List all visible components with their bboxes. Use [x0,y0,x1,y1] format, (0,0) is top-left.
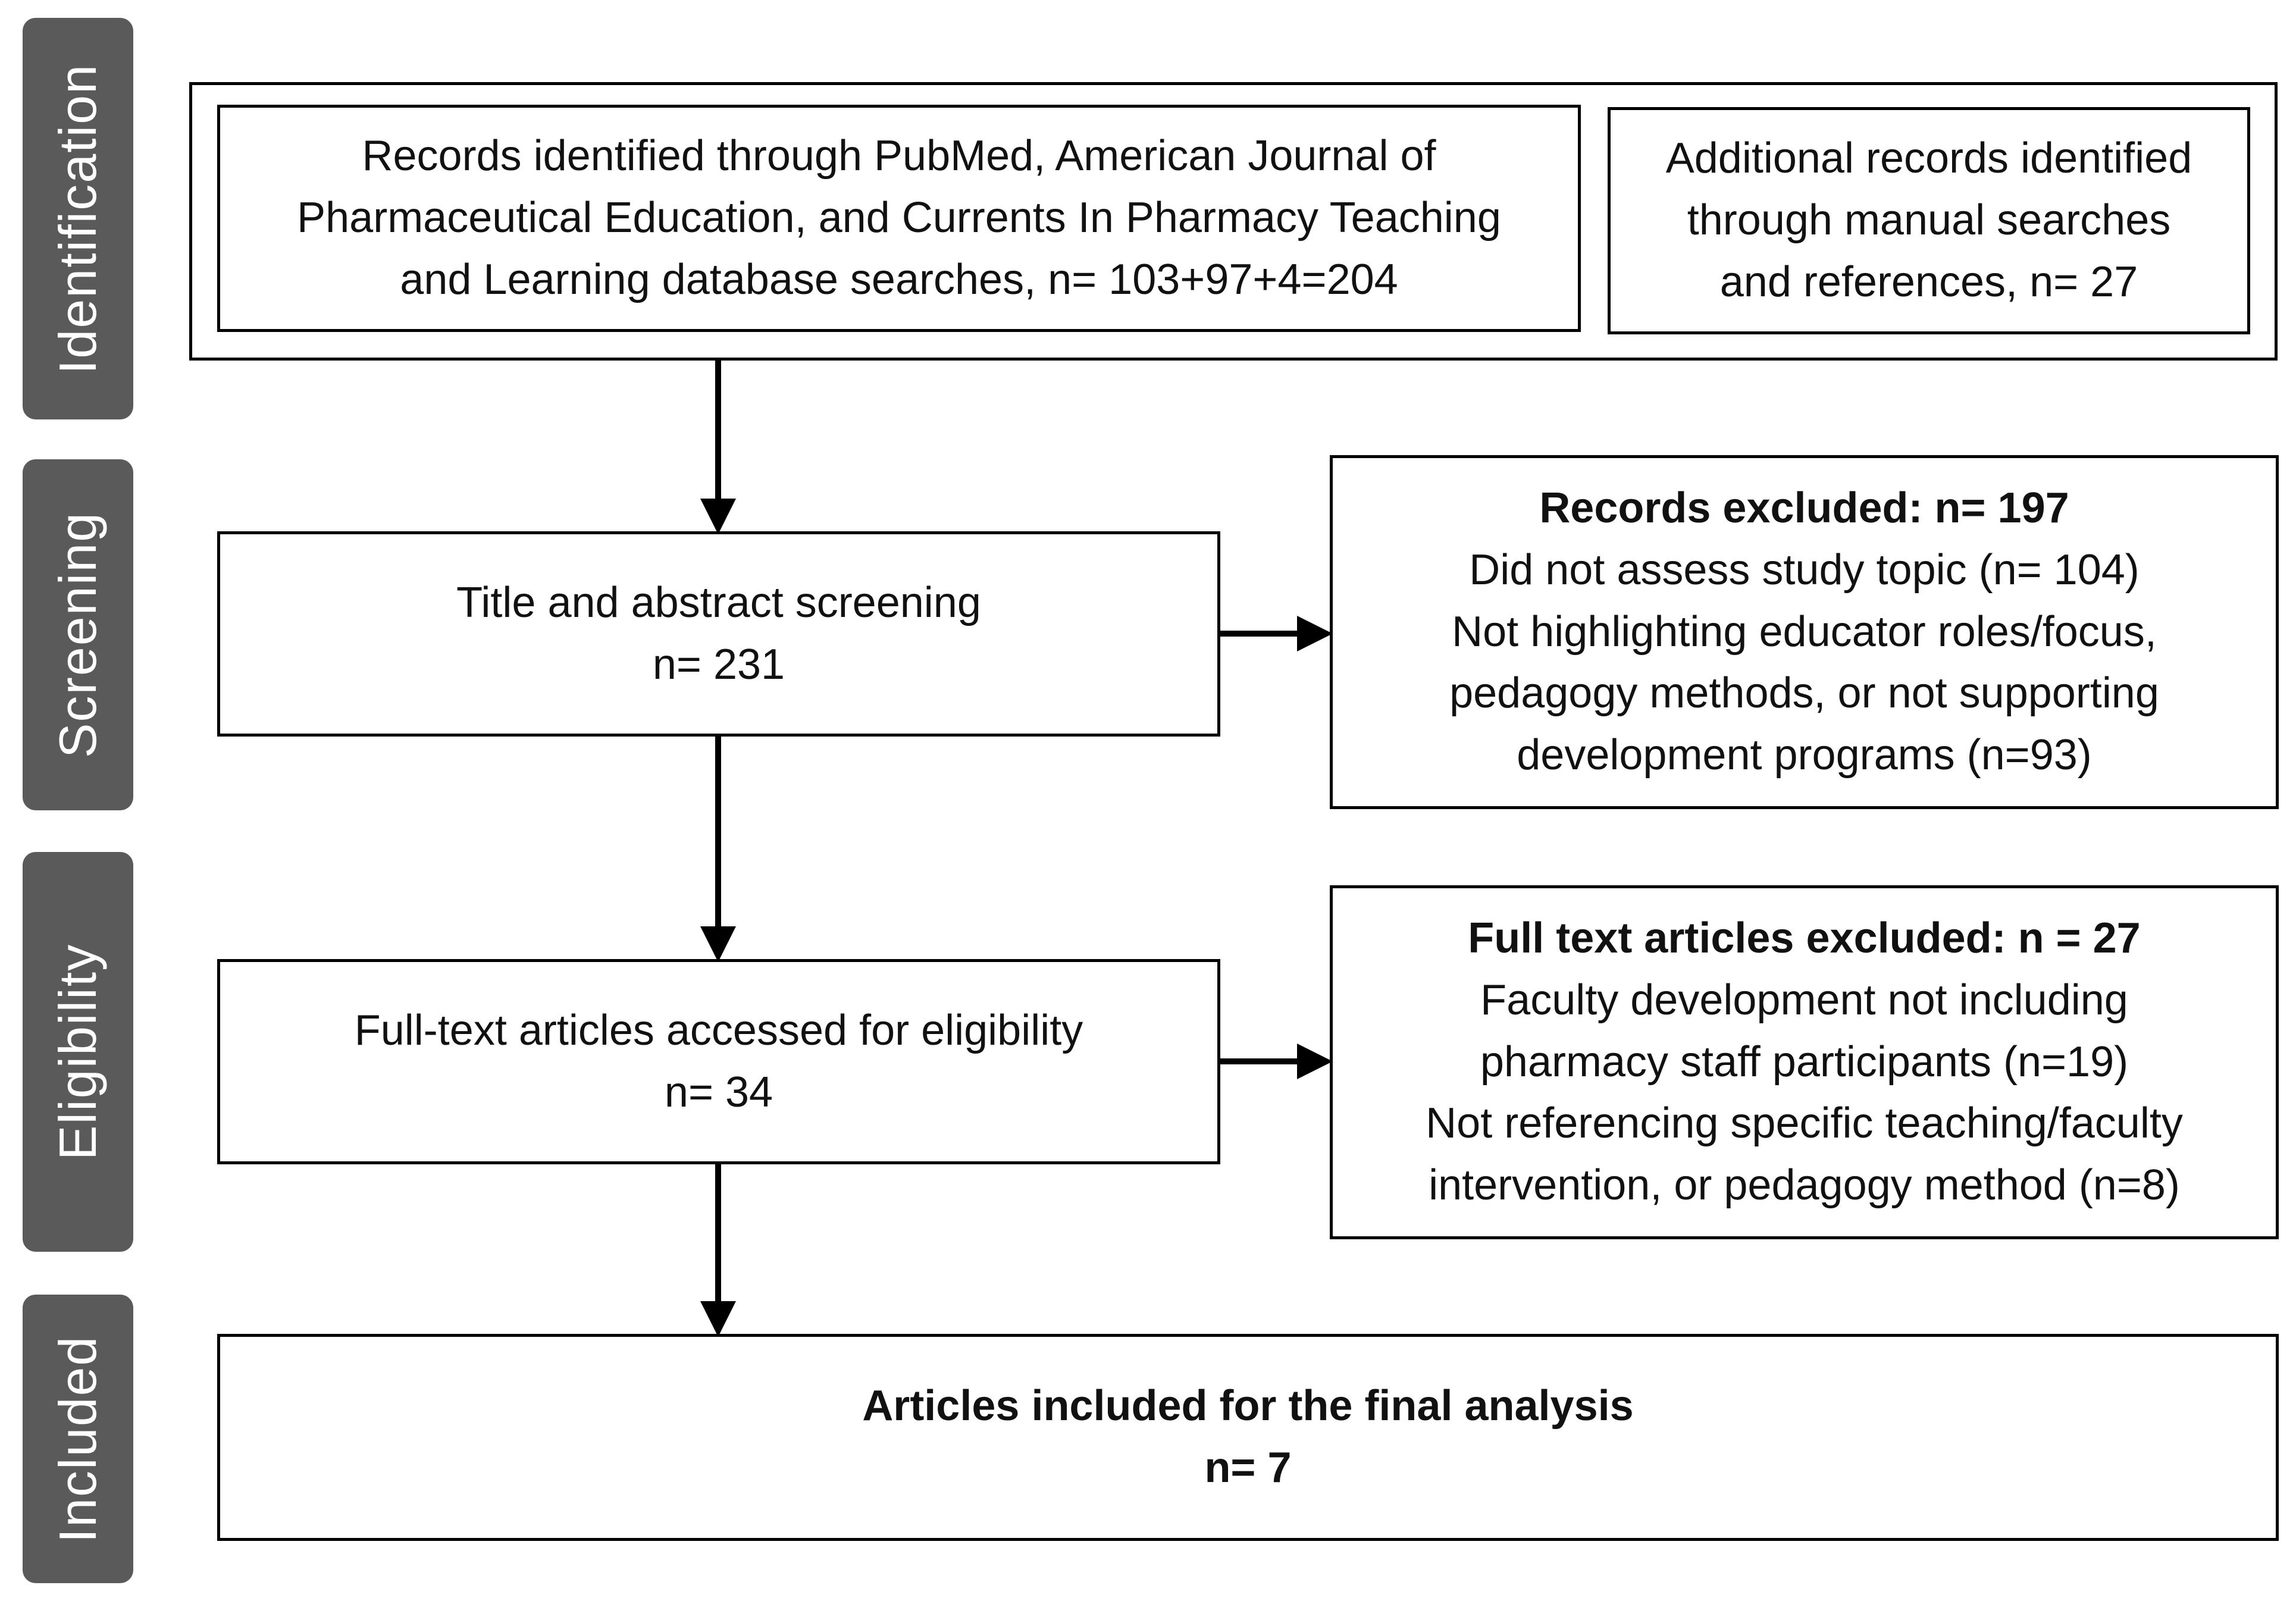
additional-records-line-3: and references, n= 27 [1719,258,2138,306]
records-excluded-line-2: Not highlighting educator roles/focus, [1452,607,2157,656]
fulltext-excluded-line-1: Faculty development not including [1480,976,2128,1024]
fulltext-excluded-line-3: Not referencing specific teaching/facult… [1426,1099,2183,1148]
records-excluded-box: Records excluded: n= 197 Did not assess … [1330,455,2279,809]
screening-count: n= 231 [652,640,785,688]
records-excluded-line-1: Did not assess study topic (n= 104) [1469,546,2140,594]
fulltext-excluded-line-4: intervention, or pedagogy method (n=8) [1429,1161,2180,1209]
included-title: Articles included for the final analysis [862,1382,1634,1430]
stage-tab-included: Included [23,1295,133,1583]
included-box: Articles included for the final analysis… [217,1334,2279,1541]
database-records-line-1: Records identified through PubMed, Ameri… [362,132,1436,180]
eligibility-count: n= 34 [664,1068,773,1116]
stage-tab-screening: Screening [23,459,133,810]
stage-tab-eligibility: Eligibility [23,852,133,1252]
records-excluded-line-4: development programs (n=93) [1517,731,2092,779]
included-count: n= 7 [1204,1444,1292,1492]
fulltext-excluded-box: Full text articles excluded: n = 27 Facu… [1330,885,2279,1239]
records-excluded-line-3: pedagogy methods, or not supporting [1449,669,2159,718]
stage-tab-identification: Identification [23,18,133,419]
additional-records-line-1: Additional records identified [1665,134,2192,183]
screening-box: Title and abstract screening n= 231 [217,531,1220,737]
records-excluded-title: Records excluded: n= 197 [1539,484,2069,532]
database-records-line-3: and Learning database searches, n= 103+9… [400,255,1398,303]
fulltext-excluded-title: Full text articles excluded: n = 27 [1468,914,2141,963]
eligibility-box: Full-text articles accessed for eligibil… [217,959,1220,1164]
additional-records-box: Additional records identified through ma… [1608,107,2250,334]
database-records-line-2: Pharmaceutical Education, and Currents I… [297,194,1501,242]
screening-title: Title and abstract screening [456,578,981,626]
eligibility-title: Full-text articles accessed for eligibil… [354,1006,1083,1054]
database-records-box: Records identified through PubMed, Ameri… [217,105,1581,332]
additional-records-line-2: through manual searches [1687,196,2171,245]
fulltext-excluded-line-2: pharmacy staff participants (n=19) [1480,1038,2129,1086]
